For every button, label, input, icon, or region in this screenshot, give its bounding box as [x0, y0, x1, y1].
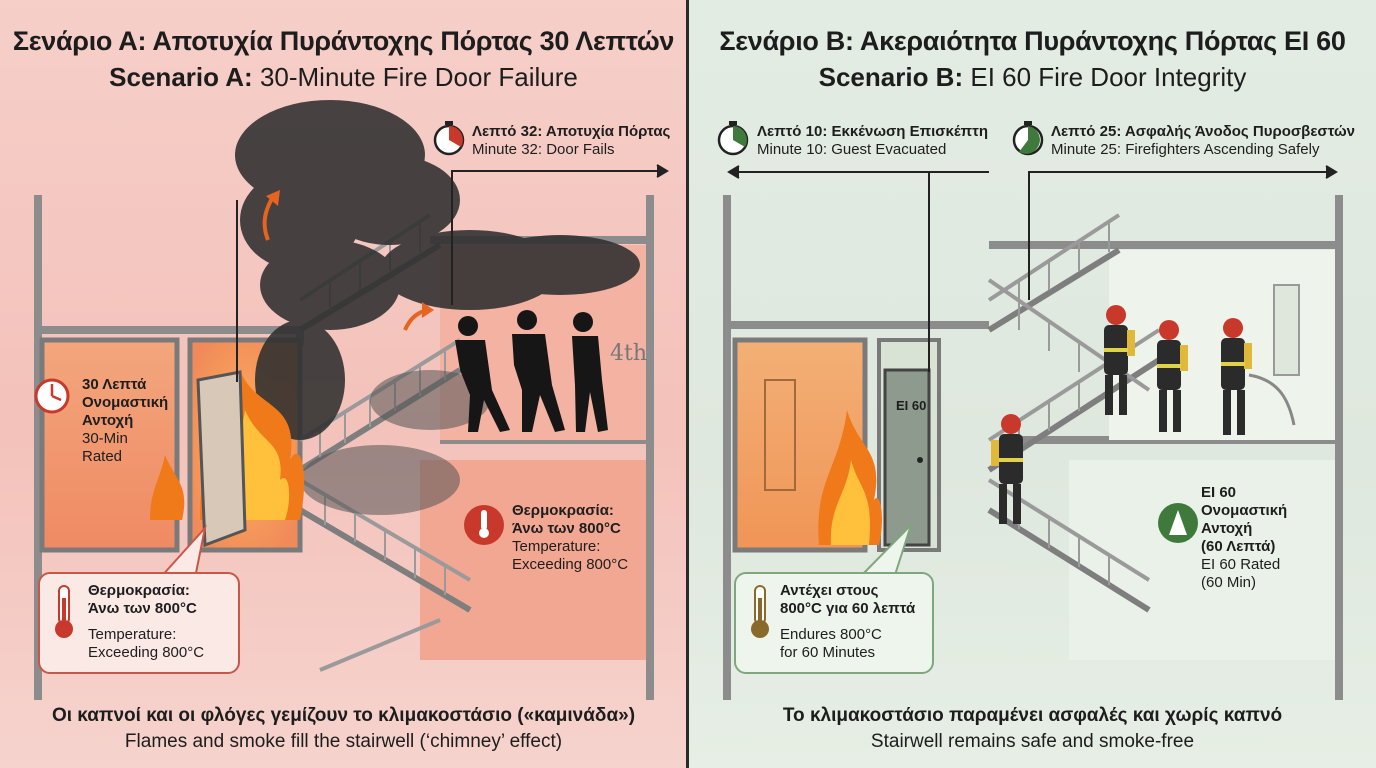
- rating-en-2: Rated: [82, 448, 123, 465]
- thermometer-icon: [55, 585, 73, 638]
- occupants-silhouettes: [455, 310, 608, 432]
- callout-en-1: Endures 800°C: [780, 626, 882, 643]
- lower-landing: [420, 460, 646, 660]
- scenario-b-title-en-rest: EI 60 Fire Door Integrity: [970, 62, 1247, 92]
- endurance-callout: Αντέχει στους 800°C για 60 λεπτά Endures…: [734, 572, 934, 674]
- callout-gr-1: Αντέχει στους: [780, 582, 879, 599]
- scenario-a-title-en: Scenario A: 30-Minute Fire Door Failure: [0, 62, 687, 93]
- event2-gr: Λεπτό 25: Ασφαλής Άνοδος Πυροσβεστών: [1051, 123, 1355, 140]
- callout-gr-1: Θερμοκρασία:: [88, 582, 190, 599]
- callout-en-2: Exceeding 800°C: [88, 644, 205, 661]
- firefighters: [991, 305, 1296, 524]
- scenario-a-title-gr: Σενάριο Α: Αποτυχία Πυράντοχης Πόρτας 30…: [12, 26, 675, 56]
- scenario-b-caption-gr: Το κλιμακοστάσιο παραμένει ασφαλές και χ…: [782, 705, 1283, 726]
- event-firefighters-ascending: Λεπτό 25: Ασφαλής Άνοδος Πυροσβεστών Min…: [1051, 123, 1355, 159]
- rating-gr-3: Αντοχή: [1201, 520, 1253, 537]
- temp-en-2: Exceeding 800°C: [512, 556, 629, 573]
- scenario-a-panel: 4th Σενάριο Α: Αποτυχία Πυράντοχης Πόρτα…: [0, 0, 687, 768]
- rating-gr-2: Ονομαστική: [82, 394, 169, 411]
- rating-gr-2: Ονομαστική: [1201, 502, 1288, 519]
- event-gr: Λεπτό 32: Αποτυχία Πόρτας: [472, 123, 671, 140]
- event-guest-evacuated: Λεπτό 10: Εκκένωση Επισκέπτη Minute 10: …: [757, 123, 988, 159]
- rating-gr-1: 30 Λεπτά: [82, 376, 147, 393]
- temperature-callout: Θερμοκρασία: Άνω των 800°C Temperature: …: [38, 572, 240, 674]
- scenario-b-title-en: Scenario B: EI 60 Fire Door Integrity: [689, 62, 1376, 93]
- stopwatch-icon: [433, 121, 465, 156]
- ei60-door: [883, 368, 931, 547]
- door-label: EI 60: [896, 398, 926, 413]
- ei60-rating-label: EI 60 Ονομαστική Αντοχή (60 Λεπτά) EI 60…: [1201, 484, 1287, 592]
- scenario-b-title-en-bold: Scenario B:: [818, 62, 964, 92]
- scenario-b-panel: EI 60 Σενάριο Β: Ακεραιότητα Πυράντοχης …: [689, 0, 1376, 768]
- rating-en-1: 30-Min: [82, 430, 128, 447]
- callout-gr-2: Άνω των 800°C: [88, 600, 197, 617]
- thermometer-icon: [464, 505, 504, 545]
- clock-icon: [34, 378, 70, 414]
- rating-label: 30 Λεπτά Ονομαστική Αντοχή 30-Min Rated: [82, 376, 168, 466]
- event1-gr: Λεπτό 10: Εκκένωση Επισκέπτη: [757, 123, 988, 140]
- scenario-b-illustration: EI 60: [717, 121, 1343, 700]
- floor-label: 4th: [610, 341, 647, 366]
- scenario-a-caption-en: Flames and smoke fill the stairwell (‘ch…: [124, 731, 563, 752]
- rating-en-1: EI 60 Rated: [1201, 556, 1281, 573]
- failed-fire-door: [196, 370, 247, 548]
- callout-gr-2: 800°C για 60 λεπτά: [780, 600, 916, 617]
- scenario-a-caption-gr: Οι καπνοί και οι φλόγες γεμίζουν το κλιμ…: [51, 705, 636, 726]
- panel-divider: [686, 0, 689, 768]
- stopwatch-icon-1: [717, 121, 749, 156]
- scenario-a-title-en-rest: 30-Minute Fire Door Failure: [259, 62, 578, 92]
- rating-en-2: (60 Min): [1201, 574, 1257, 591]
- elevator-door: [764, 379, 796, 491]
- timeline-arrows: [727, 165, 1338, 372]
- stairwell-temperature: Θερμοκρασία: Άνω των 800°C Temperature: …: [512, 502, 628, 574]
- event-en: Minute 32: Door Fails: [472, 141, 615, 158]
- event-door-fails: Λεπτό 32: Αποτυχία Πόρτας Minute 32: Doo…: [472, 123, 670, 159]
- scenario-a-title-en-bold: Scenario A:: [109, 62, 253, 92]
- callout-en-2: for 60 Minutes: [780, 644, 876, 661]
- temp-gr-1: Θερμοκρασία:: [512, 502, 614, 519]
- temp-en-1: Temperature:: [512, 538, 601, 555]
- callout-en-1: Temperature:: [88, 626, 177, 643]
- rating-gr-4: (60 Λεπτά): [1201, 538, 1276, 555]
- thermometer-icon: [751, 585, 769, 638]
- stopwatch-icon-2: [1012, 121, 1044, 156]
- fire-shield-icon: [1158, 503, 1198, 543]
- fire-flames: [818, 410, 882, 545]
- event1-en: Minute 10: Guest Evacuated: [757, 141, 947, 158]
- rating-gr-3: Αντοχή: [82, 412, 134, 429]
- scenario-a-illustration: 4th: [34, 100, 669, 700]
- rating-gr-1: EI 60: [1201, 484, 1237, 501]
- timeline-arrow: [236, 164, 669, 382]
- scenario-b-title-gr: Σενάριο Β: Ακεραιότητα Πυράντοχης Πόρτας…: [719, 26, 1346, 56]
- event2-en: Minute 25: Firefighters Ascending Safely: [1051, 141, 1320, 158]
- scenario-b-caption-en: Stairwell remains safe and smoke-free: [870, 731, 1195, 752]
- temp-gr-2: Άνω των 800°C: [512, 520, 621, 537]
